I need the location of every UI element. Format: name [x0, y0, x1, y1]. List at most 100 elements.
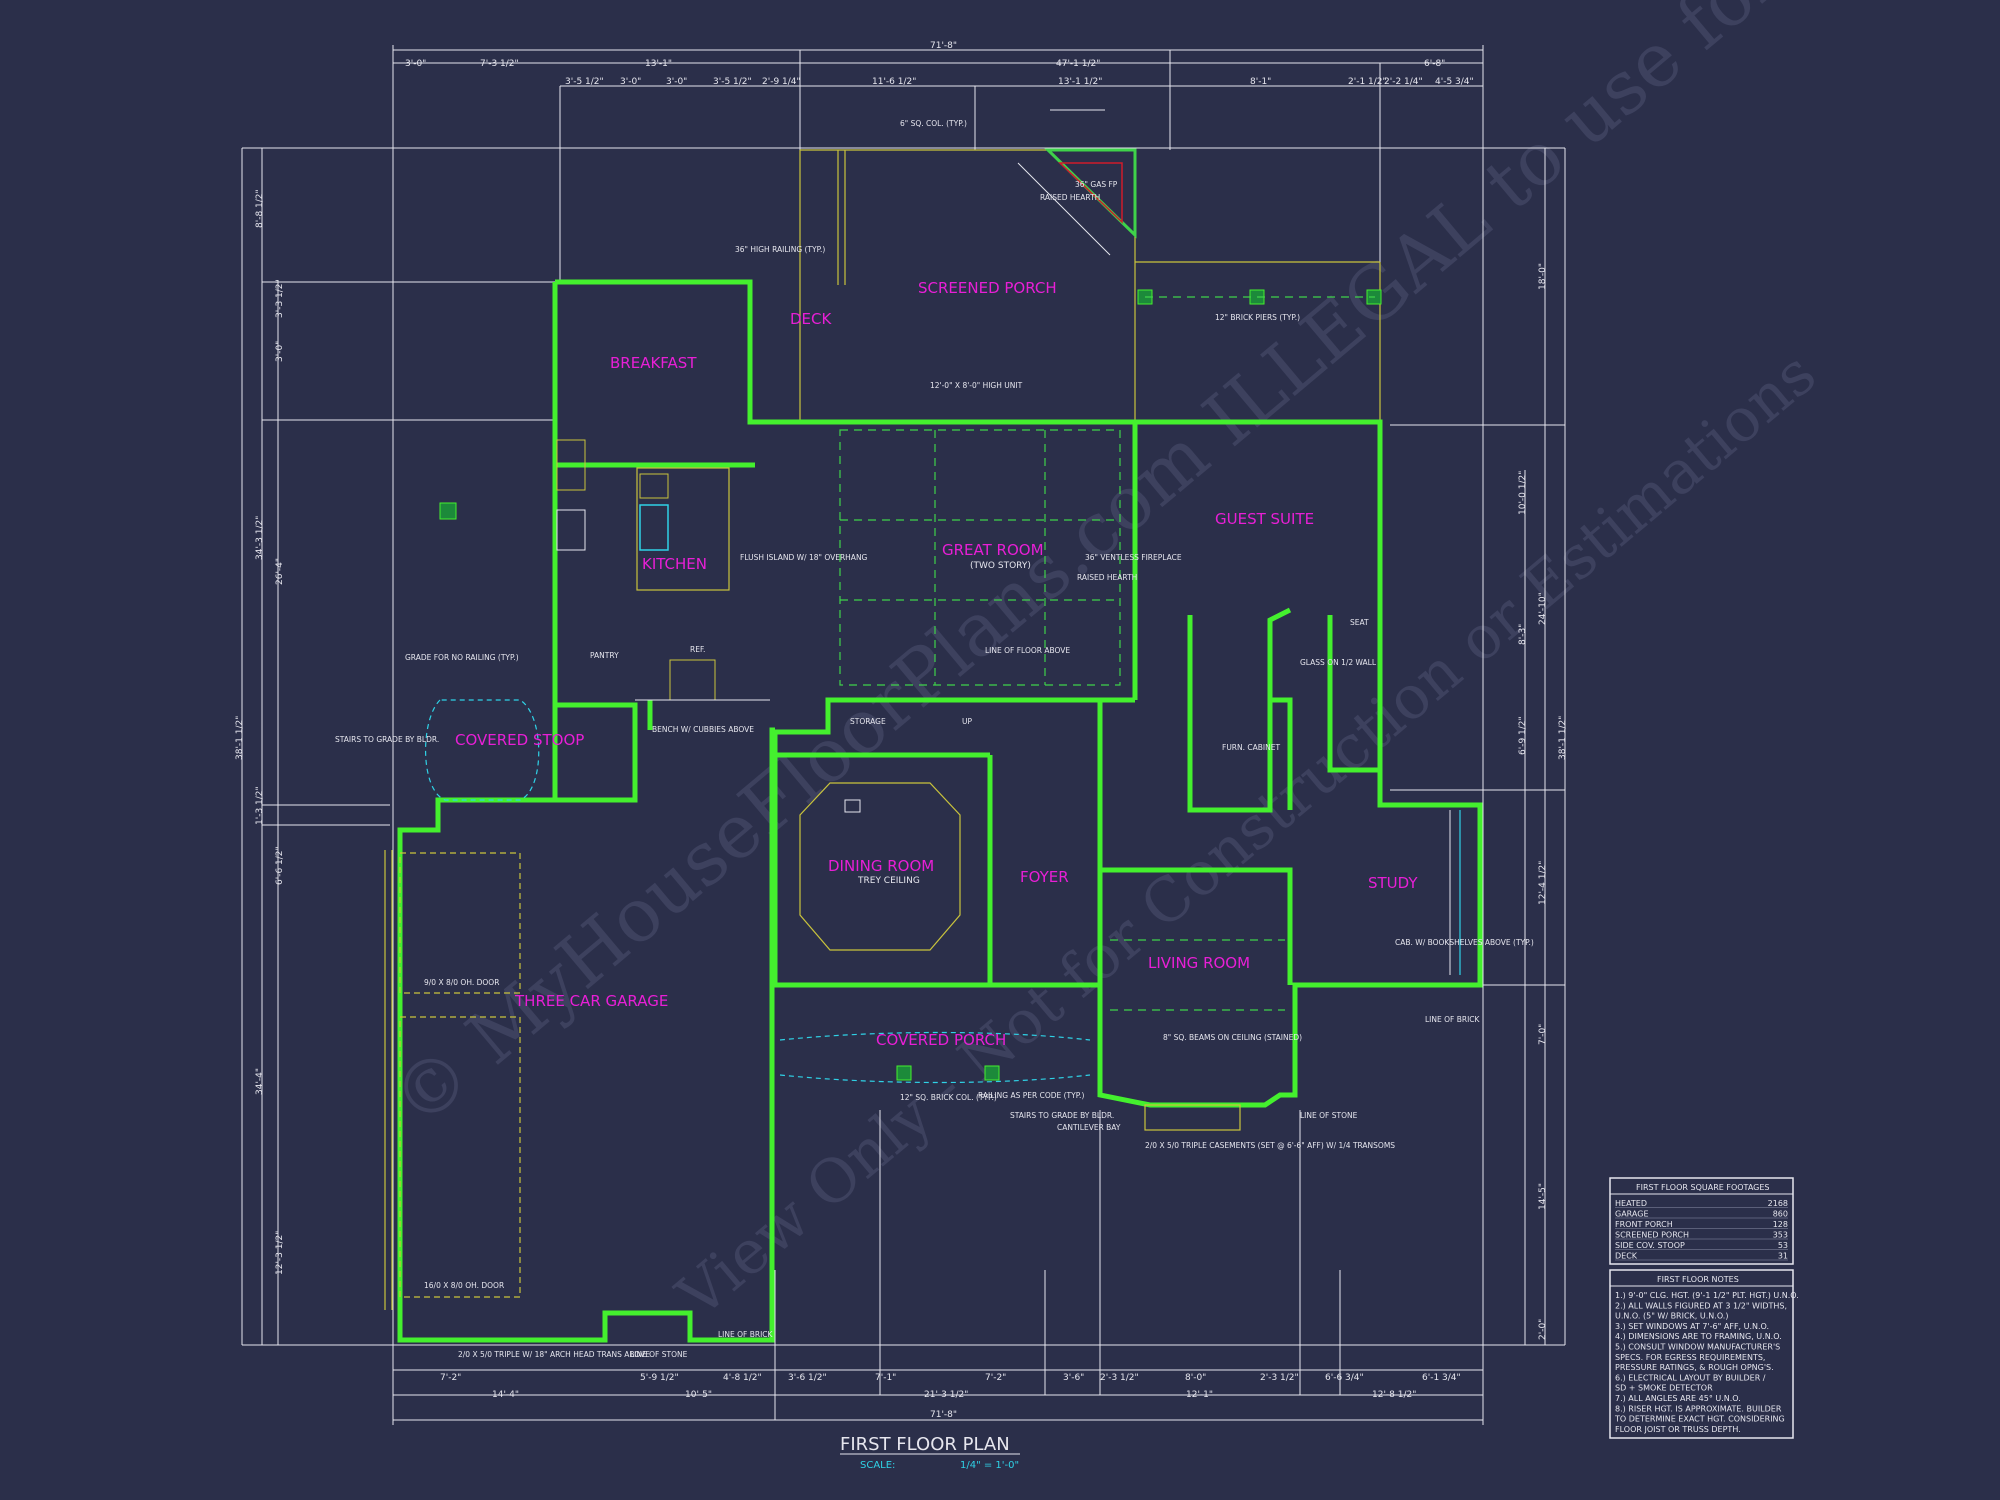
notes-table: FIRST FLOOR NOTES 1.) 9'-0" CLG. HGT. (9…	[1609, 1269, 1799, 1439]
dim-left-10: 12'-3 1/2"	[275, 1231, 285, 1275]
dim-top-5: 6'-8"	[1424, 59, 1445, 69]
note-line: 7.) ALL ANGLES ARE 45° U.N.O.	[1615, 1394, 1741, 1403]
dim-right-8: 7'-0"	[1538, 1024, 1548, 1045]
note-cantilever: CANTILEVER BAY	[1057, 1123, 1121, 1132]
note-line-stone: LINE OF STONE	[1300, 1111, 1358, 1120]
note-stairs-grade: STAIRS TO GRADE BY BLDR.	[335, 735, 439, 744]
title-block: FIRST FLOOR PLAN SCALE: 1/4" = 1'-0"	[840, 1434, 1020, 1471]
dim-bottom-6: 7'-2"	[985, 1373, 1006, 1383]
exterior-walls	[397, 279, 1483, 1343]
room-foyer: FOYER	[1020, 868, 1069, 886]
dim-top2-5: 2'-9 1/4"	[762, 77, 801, 87]
dim-top2-9: 2'-1 1/2"	[1348, 77, 1387, 87]
note-line: SPECS. FOR EGRESS REQUIREMENTS,	[1615, 1353, 1765, 1362]
room-guest-suite: GUEST SUITE	[1215, 510, 1314, 528]
dim-top-6: 71'-8"	[930, 41, 957, 51]
dim-bottom-7: 3'-6"	[1063, 1373, 1084, 1383]
stoop-and-dining	[425, 699, 961, 951]
dim-bottom-10: 2'-3 1/2"	[1260, 1373, 1299, 1383]
scale-label: SCALE:	[860, 1460, 895, 1471]
sqft-row-label: SCREENED PORCH	[1615, 1231, 1689, 1240]
note-oh-door-2: 16/0 X 8/0 OH. DOOR	[424, 1281, 504, 1290]
note-line: TO DETERMINE EXACT HGT. CONSIDERING	[1614, 1415, 1785, 1424]
dim-right-6: 38'-1 1/2"	[1558, 716, 1568, 760]
notes-lines: 1.) 9'-0" CLG. HGT. (9'-1 1/2" PLT. HGT.…	[1614, 1291, 1799, 1434]
dim-left-3: 3'-0"	[275, 341, 285, 362]
dimension-texts: 3'-0" 7'-3 1/2" 13'-1" 47'-1 1/2" 6'-8" …	[235, 41, 1568, 1420]
note-line: PRESSURE RATINGS, & ROUGH OPNG'S.	[1615, 1363, 1774, 1372]
watermark-text: © MyHouseFloorPlans.com ILLEGAL to use f…	[376, 0, 2000, 1144]
dim-top2-2: 3'-0"	[620, 77, 641, 87]
sqft-row-label: GARAGE	[1615, 1210, 1649, 1219]
note-raised-hearth-2: RAISED HEARTH	[1077, 573, 1137, 582]
dim-left-4: 26'-4"	[275, 558, 285, 585]
note-beams: 8" SQ. BEAMS ON CEILING (STAINED)	[1163, 1033, 1302, 1042]
dim-right-7: 12'-4 1/2"	[1538, 861, 1548, 905]
dim-top2-3: 3'-0"	[666, 77, 687, 87]
dim-bottom2-4: 12'-1"	[1186, 1390, 1213, 1400]
dim-bottom-9: 8'-0"	[1185, 1373, 1206, 1383]
note-line: 5.) CONSULT WINDOW MANUFACTURER'S	[1615, 1343, 1780, 1352]
note-ventless: 36" VENTLESS FIREPLACE	[1085, 553, 1182, 562]
room-living-room: LIVING ROOM	[1148, 954, 1250, 972]
plan-title: FIRST FLOOR PLAN	[840, 1434, 1010, 1455]
note-line-brick-2: LINE OF BRICK	[718, 1330, 774, 1339]
note-high-unit: 12'-0" X 8'-0" HIGH UNIT	[930, 381, 1023, 390]
screened-porch-outline	[799, 109, 1381, 420]
dim-bottom2-6: 71'-8"	[930, 1410, 957, 1420]
room-study: STUDY	[1368, 874, 1418, 892]
dim-bottom-2: 5'-9 1/2"	[640, 1373, 679, 1383]
sqft-row-value: 2168	[1768, 1199, 1788, 1208]
note-brick-piers: 12" BRICK PIERS (TYP.)	[1215, 313, 1300, 322]
note-line: SD + SMOKE DETECTOR	[1615, 1384, 1713, 1393]
note-railing-code: RAILING AS PER CODE (TYP.)	[978, 1091, 1084, 1100]
dim-left-9: 34'-4"	[255, 1068, 265, 1095]
sqft-row-label: FRONT PORCH	[1615, 1220, 1673, 1229]
room-covered-stoop: COVERED STOOP	[455, 731, 584, 749]
dim-right-1: 18'-0"	[1538, 263, 1548, 290]
sqft-row-label: HEATED	[1615, 1199, 1647, 1208]
annotations: 6" SQ. COL. (TYP.) 36" GAS FP RAISED HEA…	[335, 119, 1534, 1359]
room-dining-sub: TREY CEILING	[857, 876, 920, 886]
dim-bottom-8: 2'-3 1/2"	[1100, 1373, 1139, 1383]
dim-right-2: 10'-0 1/2"	[1518, 471, 1528, 515]
sqft-row-value: 353	[1773, 1231, 1788, 1240]
garage-details	[384, 850, 521, 1310]
note-line: 2.) ALL WALLS FIGURED AT 3 1/2" WIDTHS,	[1615, 1301, 1787, 1310]
sqft-row-value: 128	[1773, 1220, 1788, 1229]
covered-porch-details	[439, 289, 1461, 1131]
dim-bottom-11: 6'-6 3/4"	[1325, 1373, 1364, 1383]
dim-left-8: 6'-6 1/2"	[275, 846, 285, 885]
note-glass-wall: GLASS ON 1/2 WALL	[1300, 658, 1377, 667]
sqft-title: FIRST FLOOR SQUARE FOOTAGES	[1636, 1183, 1769, 1192]
dim-top2-1: 3'-5 1/2"	[565, 77, 604, 87]
dim-bottom-5: 7'-1"	[875, 1373, 896, 1383]
room-three-car-garage: THREE CAR GARAGE	[514, 992, 668, 1010]
note-line: 6.) ELECTRICAL LAYOUT BY BUILDER /	[1615, 1373, 1766, 1382]
sqft-row-label: SIDE COV. STOOP	[1615, 1241, 1685, 1250]
dim-right-9: 14'-5"	[1538, 1183, 1548, 1210]
notes-title: FIRST FLOOR NOTES	[1657, 1275, 1739, 1284]
sqft-row-value: 53	[1778, 1241, 1788, 1250]
room-kitchen: KITCHEN	[642, 555, 707, 573]
note-up: UP	[962, 717, 972, 726]
dim-bottom-12: 6'-1 3/4"	[1422, 1373, 1461, 1383]
dim-bottom-1: 7'-2"	[440, 1373, 461, 1383]
dim-left-2: 3'-3 1/2"	[275, 279, 285, 318]
note-line-floor-above: LINE OF FLOOR ABOVE	[985, 646, 1070, 655]
dim-right-4: 8'-3"	[1518, 624, 1528, 645]
room-screened-porch: SCREENED PORCH	[918, 279, 1057, 297]
room-great-room-sub: (TWO STORY)	[970, 561, 1031, 571]
dim-top2-10: 2'-2 1/4"	[1384, 77, 1423, 87]
dim-right-10: 2'-0"	[1538, 1319, 1548, 1340]
dim-top-1: 3'-0"	[405, 59, 426, 69]
dim-bottom-4: 3'-6 1/2"	[788, 1373, 827, 1383]
dim-top-2: 7'-3 1/2"	[480, 59, 519, 69]
great-room-grid	[839, 429, 1121, 686]
note-line: U.N.O. (5" W/ BRICK, U.N.O.)	[1615, 1312, 1728, 1321]
note-bookshelves: CAB. W/ BOOKSHELVES ABOVE (TYP.)	[1395, 938, 1534, 947]
note-flush-island: FLUSH ISLAND W/ 18" OVERHANG	[740, 553, 868, 562]
note-line-brick: LINE OF BRICK	[1425, 1015, 1481, 1024]
dimension-lines	[241, 45, 1566, 1425]
